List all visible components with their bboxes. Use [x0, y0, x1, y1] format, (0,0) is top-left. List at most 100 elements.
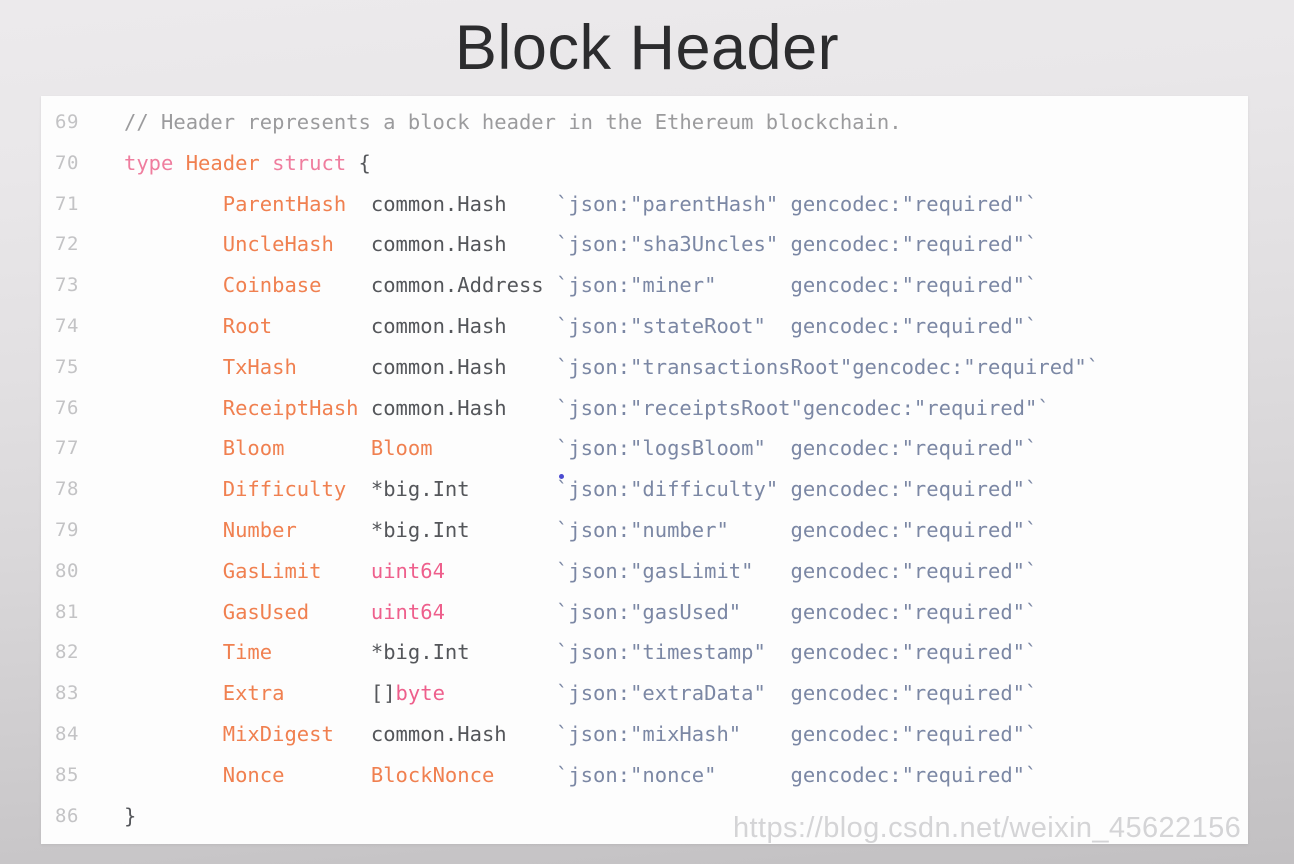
code-line[interactable]: 85 Nonce BlockNonce `json:"nonce" gencod… [41, 755, 1248, 796]
field-name: Nonce [222, 762, 371, 787]
keyword-type: type [124, 150, 174, 175]
json-struct-tag: `json:"extraData" [556, 681, 791, 706]
gencodec-struct-tag: gencodec:"required"` [790, 313, 1038, 338]
gencodec-struct-tag: gencodec:"required"` [790, 232, 1038, 257]
gencodec-struct-tag: gencodec:"required"` [790, 436, 1038, 461]
line-number: 86 [55, 804, 79, 827]
code-line-list: 69 // Header represents a block header in… [41, 102, 1248, 836]
code-line-content: GasLimit uint64 `json:"gasLimit" gencode… [124, 551, 1038, 592]
field-type: common.Hash [370, 232, 507, 257]
cursor-dot-artifact [559, 474, 564, 479]
line-number: 84 [55, 722, 79, 745]
field-type: uint64 [370, 558, 445, 583]
json-struct-tag: `json:"transactionsRoot" [556, 354, 853, 379]
watermark: https://blog.csdn.net/weixin_45622156 [733, 812, 1242, 844]
json-struct-tag: `json:"nonce" [556, 762, 791, 787]
code-line[interactable]: 79 Number *big.Int `json:"number" gencod… [41, 510, 1248, 551]
code-line-content: } [124, 796, 136, 837]
json-struct-tag: `json:"parentHash" [556, 191, 791, 216]
field-name: GasLimit [222, 558, 371, 583]
code-line-content: MixDigest common.Hash `json:"mixHash" ge… [124, 714, 1038, 755]
code-line[interactable]: 80 GasLimit uint64 `json:"gasLimit" genc… [41, 551, 1248, 592]
code-line-content: Number *big.Int `json:"number" gencodec:… [124, 510, 1038, 551]
code-line-content: Extra []byte `json:"extraData" gencodec:… [124, 673, 1038, 714]
line-number: 81 [55, 600, 79, 623]
line-number: 70 [55, 151, 79, 174]
code-line[interactable]: 86} [41, 796, 1248, 837]
gencodec-struct-tag: gencodec:"required"` [790, 599, 1038, 624]
open-brace: { [358, 150, 371, 175]
field-name: Bloom [222, 436, 371, 461]
json-struct-tag: `json:"stateRoot" [556, 313, 791, 338]
field-name: UncleHash [222, 232, 371, 257]
json-struct-tag: `json:"difficulty" [556, 477, 791, 502]
field-name: ParentHash [222, 191, 371, 216]
field-name: Time [222, 640, 371, 665]
code-line[interactable]: 77 Bloom Bloom `json:"logsBloom" gencode… [41, 428, 1248, 469]
code-line[interactable]: 81 GasUsed uint64 `json:"gasUsed" gencod… [41, 592, 1248, 633]
gencodec-struct-tag: gencodec:"required"` [802, 395, 1050, 420]
code-line[interactable]: 82 Time *big.Int `json:"timestamp" genco… [41, 632, 1248, 673]
json-struct-tag: `json:"gasLimit" [556, 558, 791, 583]
field-type-prefix: [] [370, 681, 396, 706]
field-type: common.Hash [370, 354, 507, 379]
code-line[interactable]: 70 type Header struct { [41, 143, 1248, 184]
line-number: 74 [55, 314, 79, 337]
field-type: common.Hash [370, 191, 507, 216]
code-line-content: // Header represents a block header in t… [124, 102, 902, 143]
json-struct-tag: `json:"mixHash" [556, 721, 791, 746]
code-line-content: type Header struct { [124, 143, 371, 184]
line-number: 72 [55, 233, 79, 256]
json-struct-tag: `json:"timestamp" [556, 640, 791, 665]
code-line-content: ParentHash common.Hash `json:"parentHash… [124, 184, 1038, 225]
json-struct-tag: `json:"miner" [556, 273, 791, 298]
code-line[interactable]: 83 Extra []byte `json:"extraData" gencod… [41, 673, 1248, 714]
json-struct-tag: `json:"sha3Uncles" [556, 232, 791, 257]
code-line[interactable]: 84 MixDigest common.Hash `json:"mixHash"… [41, 714, 1248, 755]
gencodec-struct-tag: gencodec:"required"` [790, 191, 1038, 216]
code-comment: // Header represents a block header in t… [124, 110, 902, 134]
line-number: 85 [55, 763, 79, 786]
code-line[interactable]: 69 // Header represents a block header in… [41, 102, 1248, 143]
field-name: Number [222, 517, 371, 542]
field-name: Root [222, 313, 371, 338]
code-line[interactable]: 78 Difficulty *big.Int `json:"difficulty… [41, 469, 1248, 510]
code-line-content: UncleHash common.Hash `json:"sha3Uncles"… [124, 224, 1038, 265]
code-line[interactable]: 75 TxHash common.Hash `json:"transaction… [41, 347, 1248, 388]
line-number: 69 [55, 111, 79, 133]
keyword-struct: struct [272, 150, 347, 175]
code-line[interactable]: 76 ReceiptHash common.Hash `json:"receip… [41, 388, 1248, 429]
close-brace: } [124, 803, 137, 828]
code-line-content: Root common.Hash `json:"stateRoot" genco… [124, 306, 1038, 347]
line-number: 82 [55, 641, 79, 664]
field-type: common.Address [370, 273, 544, 298]
field-name: GasUsed [222, 599, 371, 624]
code-line-content: Difficulty *big.Int `json:"difficulty" g… [124, 469, 1038, 510]
code-line[interactable]: 74 Root common.Hash `json:"stateRoot" ge… [41, 306, 1248, 347]
code-line[interactable]: 72 UncleHash common.Hash `json:"sha3Uncl… [41, 224, 1248, 265]
field-type: *big.Int [370, 640, 470, 665]
code-line-content: Coinbase common.Address `json:"miner" ge… [124, 265, 1038, 306]
field-type: Bloom [370, 436, 433, 461]
json-struct-tag: `json:"logsBloom" [556, 436, 791, 461]
code-line[interactable]: 71 ParentHash common.Hash `json:"parentH… [41, 184, 1248, 225]
gencodec-struct-tag: gencodec:"required"` [790, 477, 1038, 502]
code-line-content: Time *big.Int `json:"timestamp" gencodec… [124, 632, 1038, 673]
line-number: 79 [55, 518, 79, 541]
field-name: Coinbase [222, 273, 371, 298]
field-type: BlockNonce [370, 762, 495, 787]
field-name: Extra [222, 681, 371, 706]
code-line-content: GasUsed uint64 `json:"gasUsed" gencodec:… [124, 592, 1038, 633]
line-number: 76 [55, 396, 79, 419]
gencodec-struct-tag: gencodec:"required"` [790, 762, 1038, 787]
field-name: MixDigest [222, 721, 371, 746]
field-type: *big.Int [370, 477, 470, 502]
field-name: ReceiptHash [222, 395, 371, 420]
page-title: Block Header [454, 13, 840, 83]
code-line[interactable]: 73 Coinbase common.Address `json:"miner"… [41, 265, 1248, 306]
struct-name: Header [185, 150, 260, 175]
code-line-content: TxHash common.Hash `json:"transactionsRo… [124, 347, 1099, 388]
gencodec-struct-tag: gencodec:"required"` [790, 517, 1038, 542]
field-type: common.Hash [370, 721, 507, 746]
field-type: byte [395, 681, 445, 706]
